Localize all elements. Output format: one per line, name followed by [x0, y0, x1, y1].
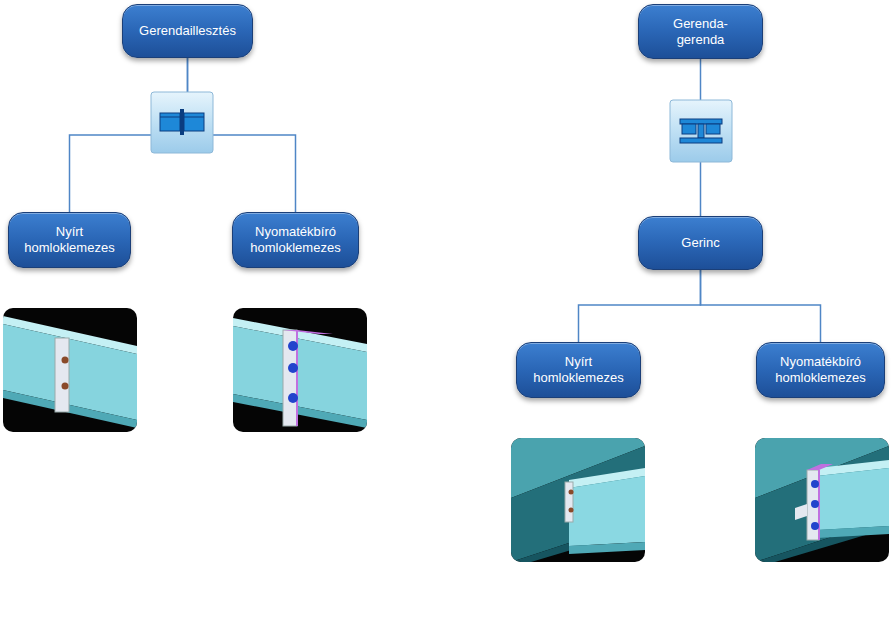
- moment-splice-render: [233, 308, 367, 432]
- box-label: Nyomatékbíró homloklemezes: [243, 224, 348, 256]
- connector-line: [579, 270, 701, 342]
- process-box: Nyomatékbíró homloklemezes: [756, 342, 885, 398]
- connector-line: [701, 270, 821, 342]
- beam-web-moment-render: [755, 438, 889, 562]
- splice-icon: [151, 92, 213, 153]
- process-box: Gerendaillesztés: [122, 4, 253, 58]
- shear-splice-render: [3, 308, 137, 432]
- beam-web-shear-render: [511, 438, 645, 562]
- box-label: Gerendaillesztés: [139, 23, 236, 39]
- box-label: Nyírt homloklemezes: [19, 224, 120, 256]
- process-box: Gerinc: [638, 216, 763, 270]
- process-box: Gerenda- gerenda: [638, 4, 763, 59]
- box-label: Gerinc: [681, 235, 719, 251]
- box-label: Gerenda- gerenda: [655, 16, 746, 48]
- beam-to-beam-icon: [670, 100, 732, 162]
- process-box: Nyírt homloklemezes: [8, 212, 131, 268]
- process-box: Nyomatékbíró homloklemezes: [232, 212, 359, 268]
- process-box: Nyírt homloklemezes: [516, 342, 641, 398]
- box-label: Nyírt homloklemezes: [527, 354, 630, 386]
- box-label: Nyomatékbíró homloklemezes: [767, 354, 874, 386]
